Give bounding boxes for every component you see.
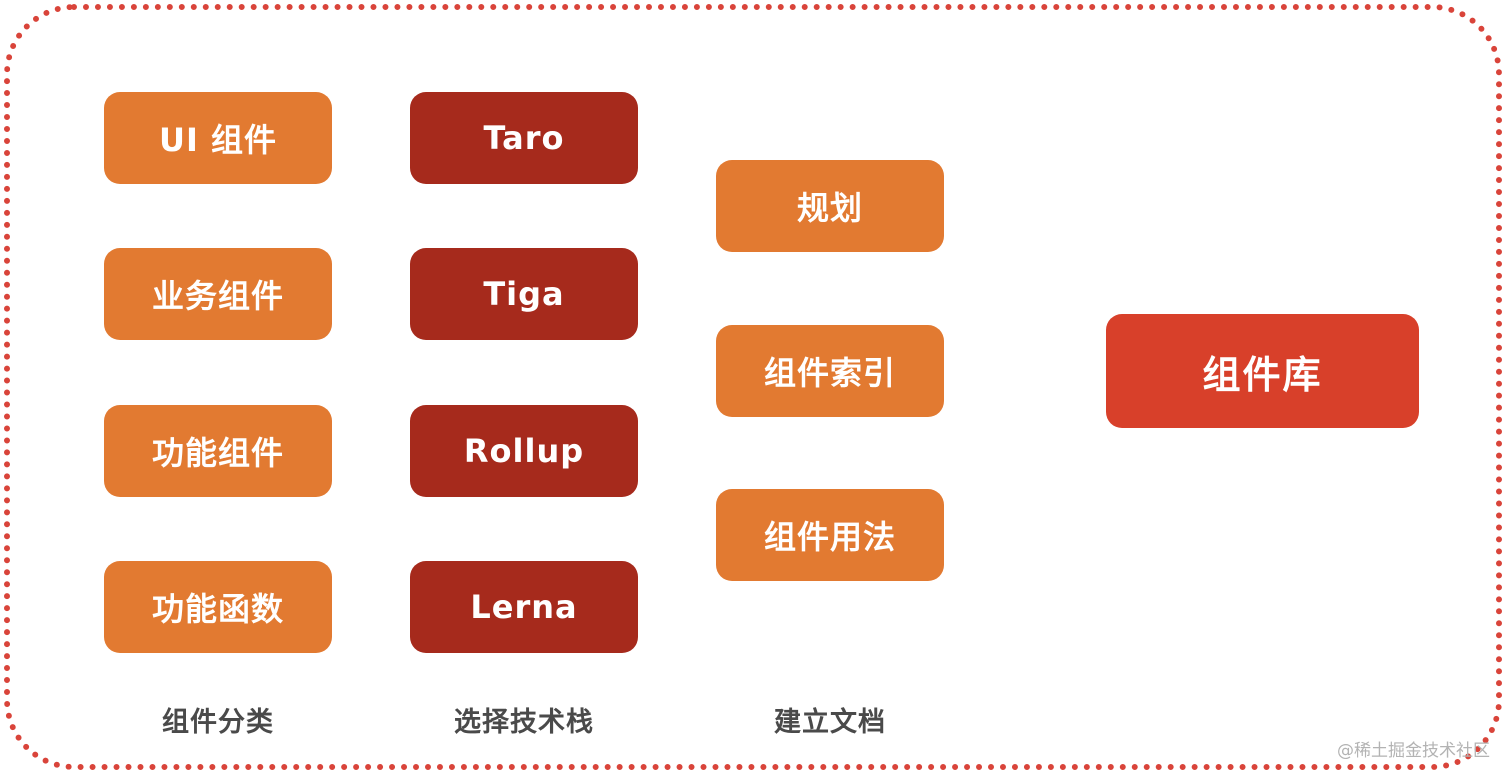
watermark: @稀土掘金技术社区	[1337, 741, 1490, 761]
docs-planning-label: 规划	[796, 189, 863, 227]
category-business-components: 业务组件	[104, 248, 332, 340]
category-ui-components-label: UI 组件	[158, 121, 278, 159]
category-function-components-label: 功能组件	[151, 434, 284, 472]
tech-lerna-label: Lerna	[470, 588, 578, 626]
tech-taro-label: Taro	[483, 119, 565, 157]
tech-lerna: Lerna	[410, 561, 638, 653]
category-utility-functions: 功能函数	[104, 561, 332, 653]
dotted-frame	[4, 4, 1502, 770]
tech-taro: Taro	[410, 92, 638, 184]
docs-planning: 规划	[716, 160, 944, 252]
category-business-components-label: 业务组件	[151, 277, 284, 315]
category-utility-functions-label: 功能函数	[151, 590, 284, 628]
column-label-docs: 建立文档	[774, 707, 886, 738]
component-library-label: 组件库	[1202, 352, 1323, 397]
tech-rollup-label: Rollup	[463, 432, 585, 470]
docs-component-index-label: 组件索引	[763, 354, 896, 392]
column-label-categories: 组件分类	[162, 707, 274, 738]
docs-component-usage: 组件用法	[716, 489, 944, 581]
tech-tiga-label: Tiga	[483, 275, 565, 313]
docs-component-usage-label: 组件用法	[763, 518, 896, 556]
column-label-tech-stack: 选择技术栈	[454, 707, 594, 738]
docs-component-index: 组件索引	[716, 325, 944, 417]
tech-tiga: Tiga	[410, 248, 638, 340]
tech-rollup: Rollup	[410, 405, 638, 497]
component-library-box: 组件库	[1106, 314, 1419, 428]
category-ui-components: UI 组件	[104, 92, 332, 184]
category-function-components: 功能组件	[104, 405, 332, 497]
